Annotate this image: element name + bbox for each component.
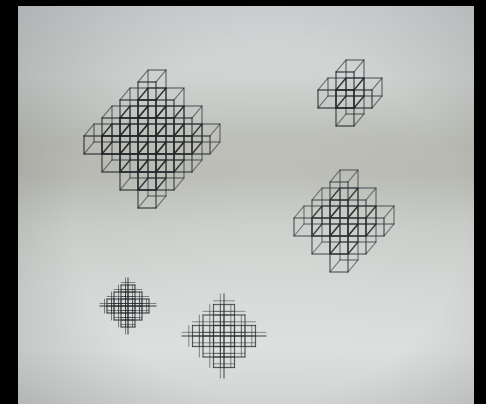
paper-photo [18, 6, 474, 404]
black-border-right [474, 0, 486, 404]
medium-cube-cluster-right [294, 170, 394, 272]
larger-fractal-bottom-center [182, 294, 266, 378]
small-cube-cluster-top-right [318, 60, 382, 126]
pencil-sketches [18, 6, 474, 404]
small-fractal-bottom-left [100, 278, 156, 334]
large-cube-cluster-top-left [84, 70, 220, 208]
